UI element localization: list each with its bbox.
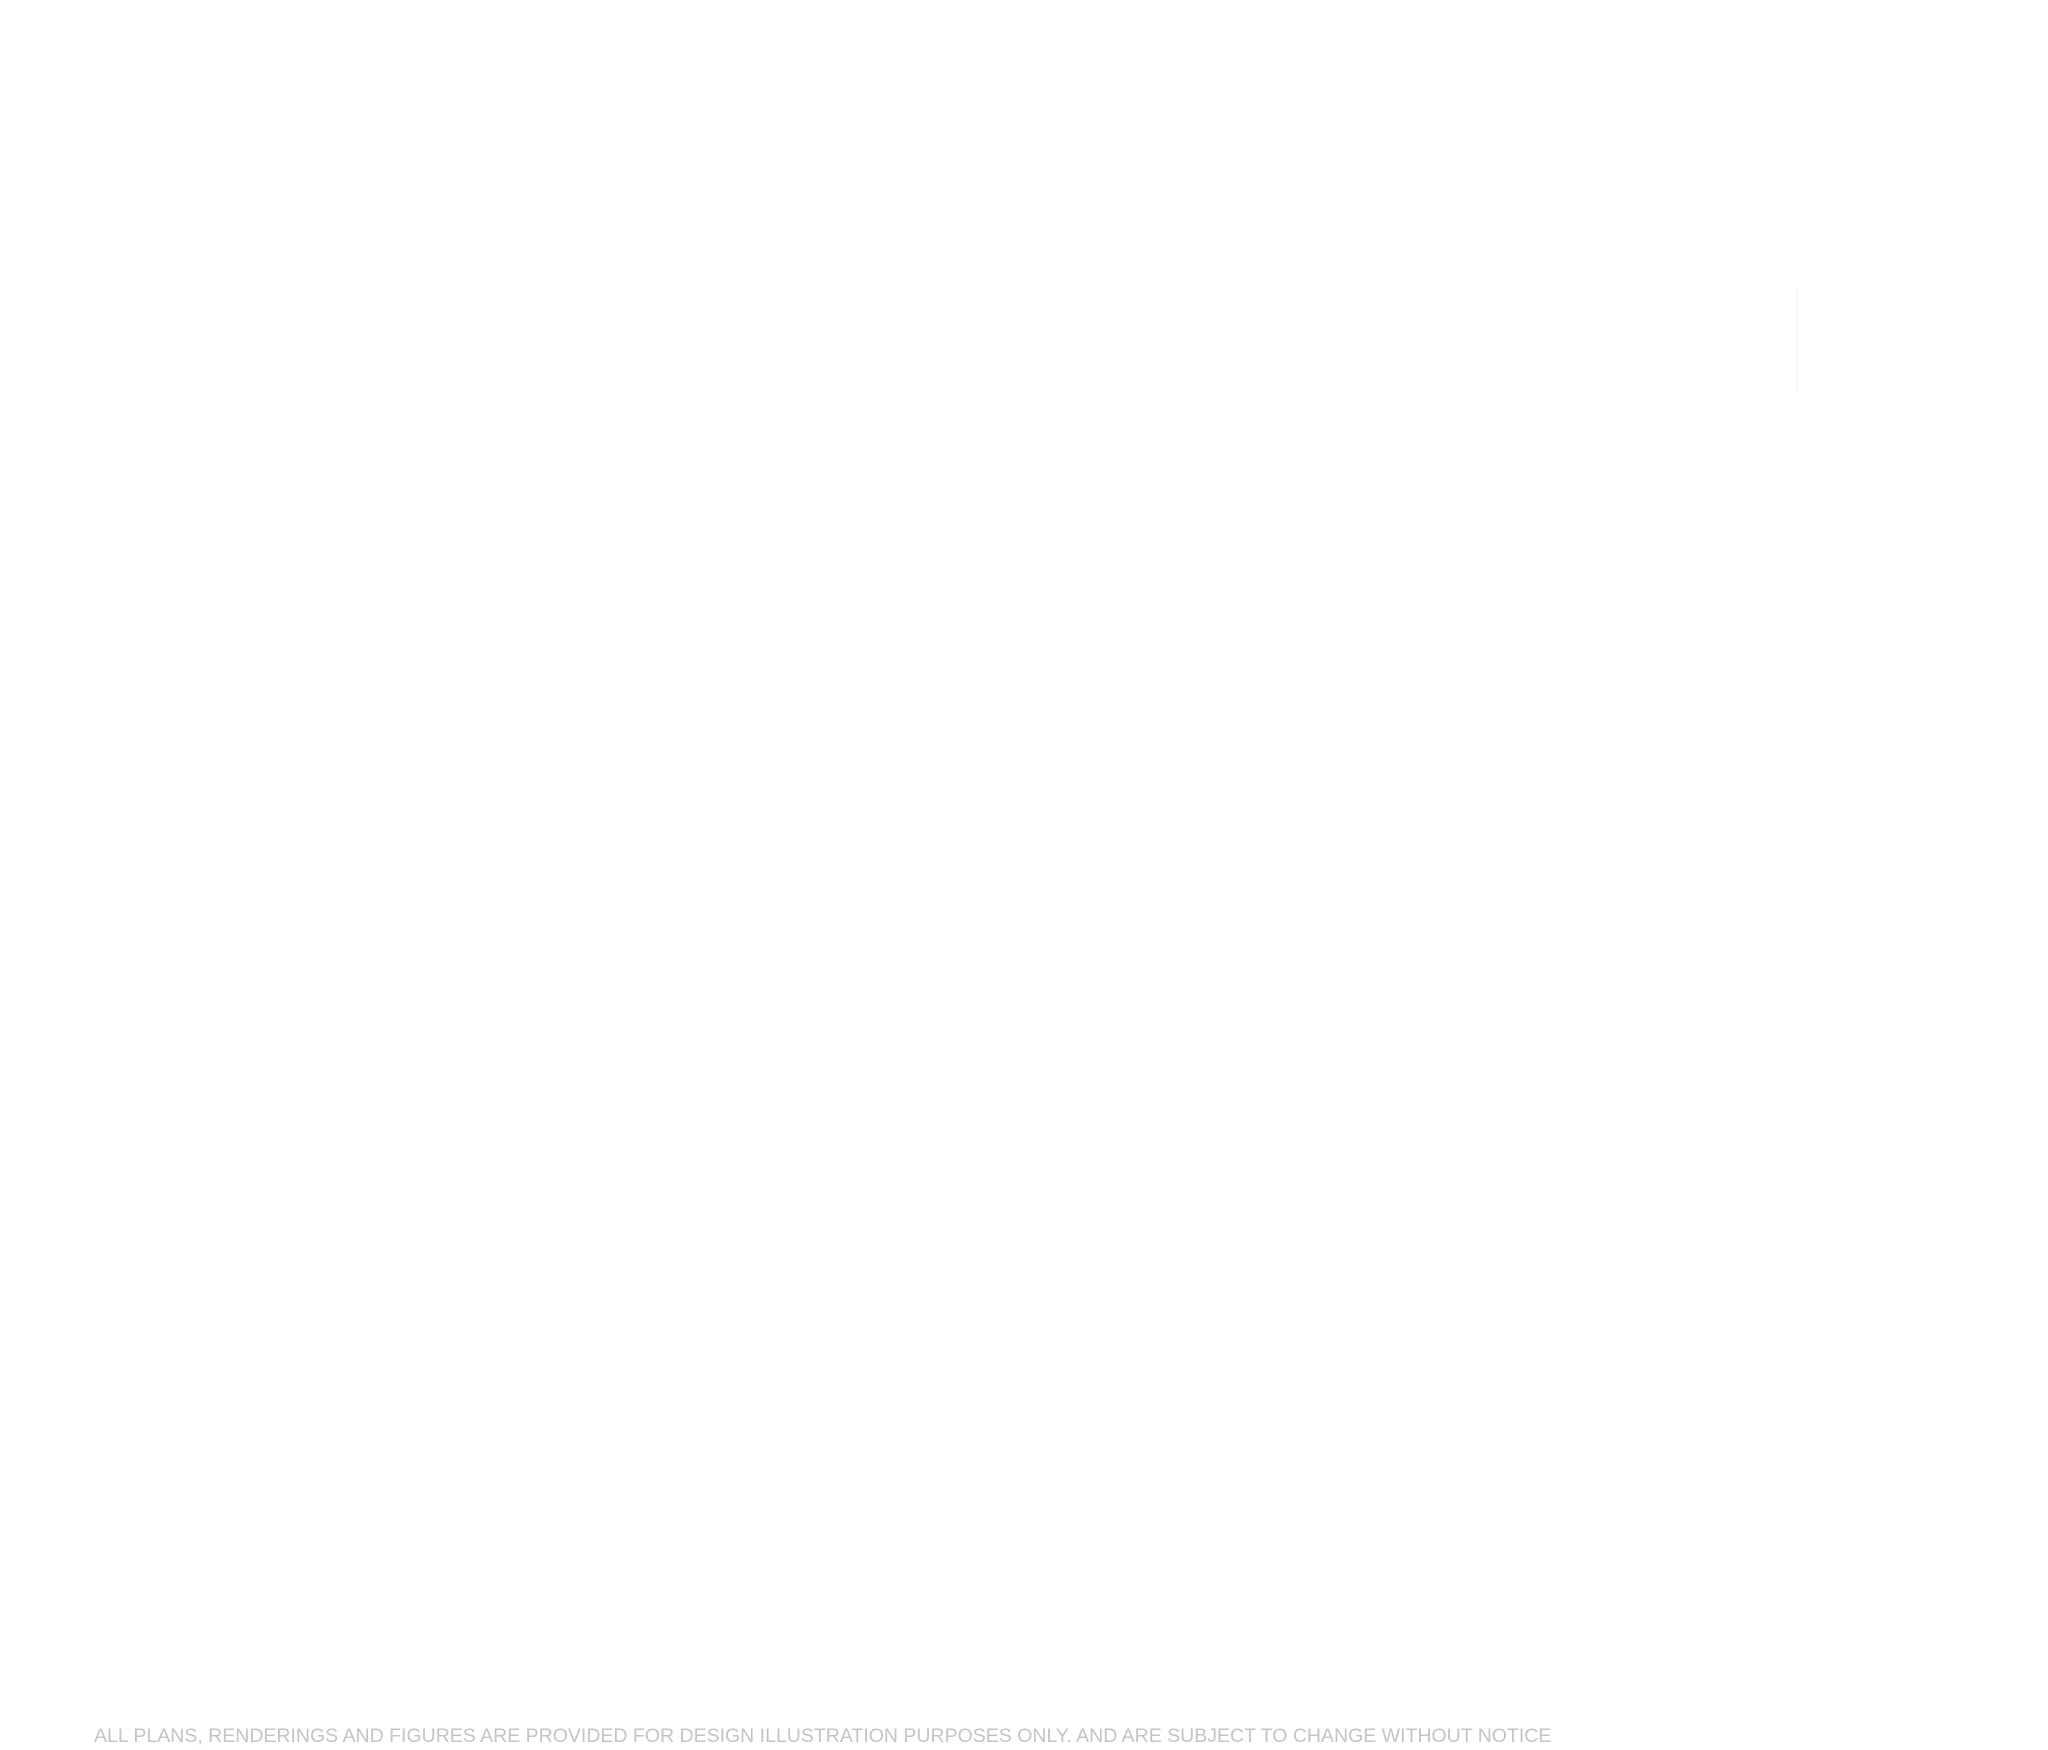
faint-divider: [1796, 290, 1798, 390]
footer-disclaimer: ALL PLANS, RENDERINGS AND FIGURES ARE PR…: [94, 1725, 1552, 1747]
